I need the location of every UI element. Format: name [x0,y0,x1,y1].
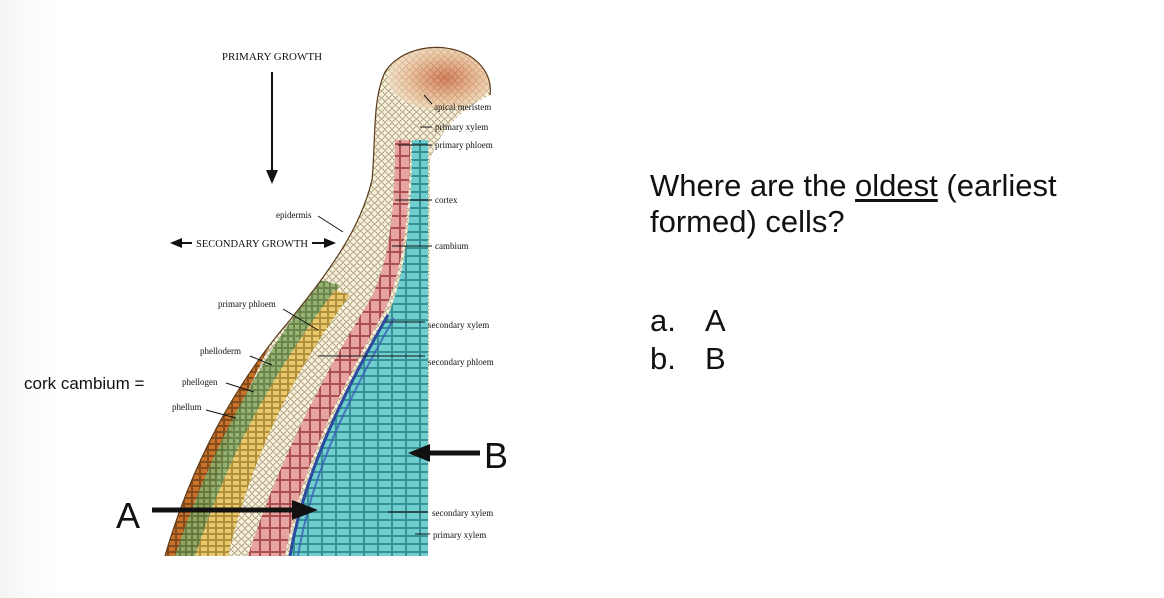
label-primary-phloem-left: primary phloem [218,299,276,309]
label-cortex: cortex [435,195,458,205]
label-phellum: phellum [172,402,202,412]
label-secondary-phloem: secondary phloem [428,357,494,367]
label-primary-xylem-top: primary xylem [435,122,488,132]
question-after: (earliest formed) cells? [650,168,1057,239]
label-secondary-xylem-top: secondary xylem [428,320,489,330]
label-cambium: cambium [435,241,469,251]
question-before: Where are the [650,168,856,203]
label-primary-xylem-bottom: primary xylem [433,530,486,540]
cork-cambium-label: cork cambium = [24,374,145,393]
secondary-growth-label: SECONDARY GROWTH [196,239,308,250]
option-b[interactable]: b. B [650,340,726,378]
label-phellogen: phellogen [182,377,218,387]
marker-a: A [116,495,140,536]
option-b-letter: b. [650,341,676,376]
secondary-growth-arrow-left [170,238,182,248]
answer-options: a. A b. B [650,302,726,378]
arrow-b-head [408,444,430,462]
label-apical-meristem: apical meristem [434,102,491,112]
marker-b: B [484,435,508,476]
option-a[interactable]: a. A [650,302,726,340]
label-primary-phloem-right: primary phloem [435,140,493,150]
question-text: Where are the oldest (earliest formed) c… [650,168,1150,240]
stem-growth-diagram: PRIMARY GROWTH SECONDARY GROWTH apical m… [24,46,508,557]
label-epidermis: epidermis [276,210,312,220]
label-phelloderm: phelloderm [200,346,241,356]
option-a-text: A [705,303,726,338]
primary-growth-title: PRIMARY GROWTH [222,51,322,63]
left-labels: epidermis primary phloem phelloderm phel… [172,210,344,419]
option-b-text: B [705,341,726,376]
primary-growth-arrowhead [266,170,278,184]
secondary-growth-arrow-right [324,238,336,248]
arrow-a-head [292,500,318,520]
label-secondary-xylem-bottom: secondary xylem [432,508,493,518]
option-a-letter: a. [650,303,676,338]
question-emphasis: oldest [855,168,938,203]
right-labels: apical meristem primary xylem primary ph… [318,94,494,540]
